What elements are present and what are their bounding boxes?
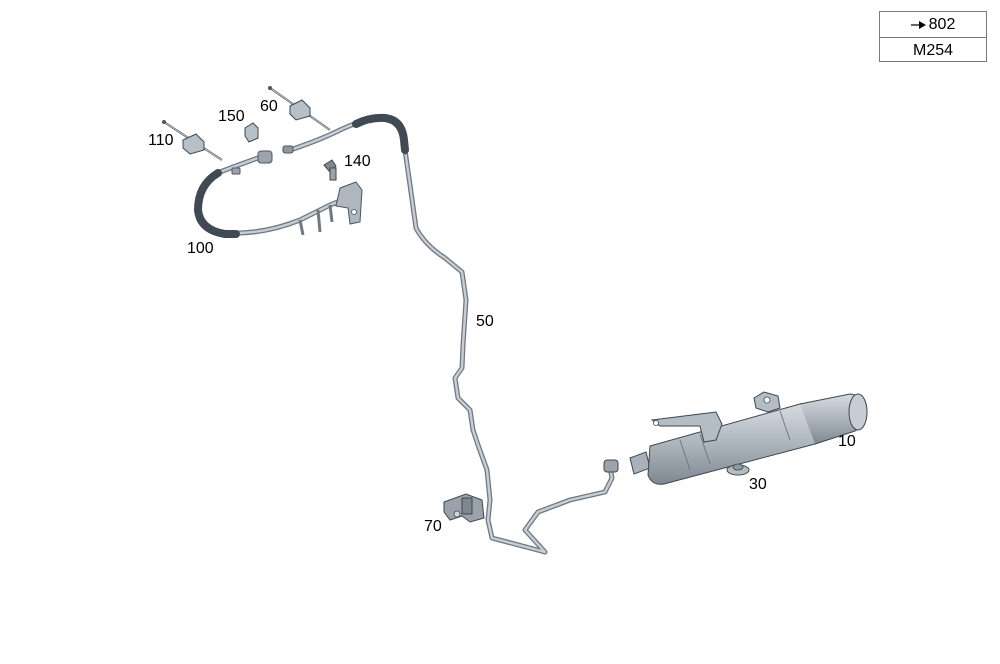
part-110-clip	[162, 120, 223, 161]
callout-30: 30	[749, 476, 767, 493]
arrow-right-icon	[910, 20, 926, 29]
part-30-nut	[726, 463, 750, 476]
part-140-bolt	[323, 159, 337, 181]
hose-100	[193, 150, 358, 238]
reference-row: 802	[880, 12, 986, 37]
callout-140: 140	[344, 153, 371, 170]
callout-50: 50	[476, 313, 494, 330]
callout-70: 70	[424, 518, 442, 535]
callout-10: 10	[838, 433, 856, 450]
bracket-plate	[335, 181, 363, 225]
part-150-clip	[244, 122, 259, 143]
part-70-bracket	[443, 493, 485, 523]
hydraulic-line-50	[402, 147, 615, 555]
callout-100: 100	[187, 240, 214, 257]
hose-100-upper	[282, 113, 409, 155]
callout-60: 60	[260, 98, 278, 115]
part-60-clip	[268, 86, 331, 131]
part-10-cylinder	[603, 391, 868, 485]
callout-150: 150	[218, 108, 245, 125]
callout-110: 110	[148, 132, 174, 149]
reference-box: 802 M254	[879, 11, 987, 62]
model-row: M254	[880, 37, 986, 63]
model-code: M254	[912, 42, 954, 59]
reference-number: 802	[928, 16, 956, 33]
